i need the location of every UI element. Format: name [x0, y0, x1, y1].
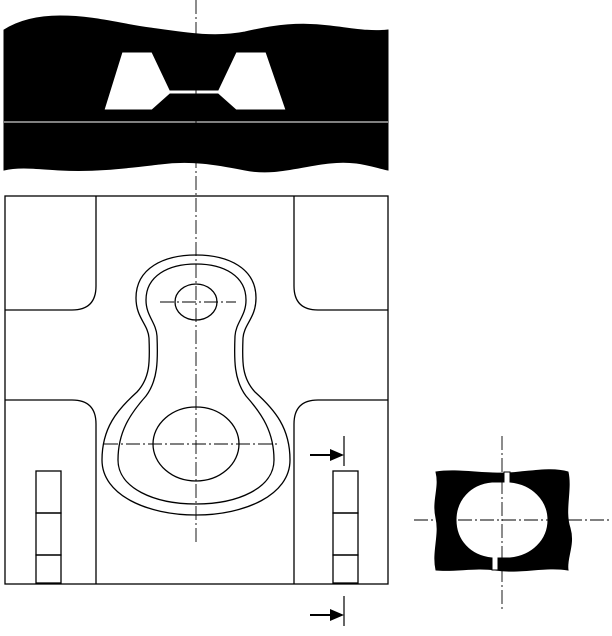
insert-block [35, 470, 62, 514]
insert-block [332, 470, 359, 514]
section-view-right [414, 436, 610, 612]
cavity-inner-profile [117, 263, 275, 505]
relief-contour-bottom-right [293, 399, 388, 584]
cavity-opening [103, 51, 287, 111]
relief-contour-bottom-left [5, 399, 97, 584]
insert-block [35, 512, 62, 556]
insert-blocks-right [332, 470, 359, 584]
section-arrow-head-top [330, 449, 344, 461]
insert-block [332, 512, 359, 556]
relief-contour-top-right [293, 196, 388, 311]
insert-block [35, 554, 62, 584]
insert-block [332, 554, 359, 584]
insert-blocks-left [35, 470, 62, 584]
relief-contour-top-left [5, 196, 97, 311]
plan-view-die-block [4, 0, 389, 585]
section-arrow-head-bottom [330, 609, 344, 621]
die-block-outline [4, 195, 389, 585]
section-cut-indicator [310, 436, 345, 626]
